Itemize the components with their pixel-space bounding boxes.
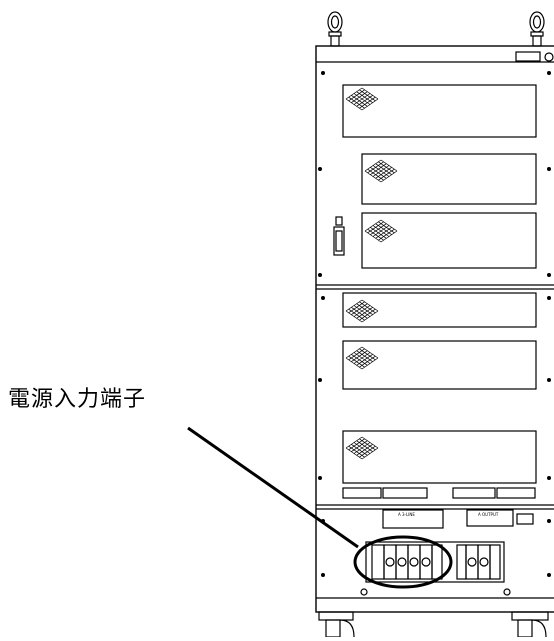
top-label-plate	[515, 51, 541, 62]
screw	[547, 296, 551, 300]
vent-window-4	[342, 292, 537, 328]
callout-ellipse	[353, 535, 453, 589]
vent-mesh-4	[345, 299, 379, 323]
panel-hole-left	[360, 588, 368, 596]
screw	[321, 573, 325, 577]
screw	[547, 273, 551, 277]
caster-right	[511, 611, 549, 638]
power-input-terminal-label: 電源入力端子	[8, 387, 147, 412]
vent-window-1	[342, 84, 537, 138]
screw	[318, 378, 322, 382]
screw	[318, 476, 322, 480]
eye-bolt-left	[327, 11, 343, 47]
caster-left	[318, 611, 355, 638]
vent-mesh-6	[345, 436, 379, 460]
screw	[321, 296, 325, 300]
screw	[547, 167, 551, 171]
eye-bolt-right	[529, 11, 545, 47]
vent-window-3	[361, 212, 537, 269]
screw	[547, 71, 551, 75]
screw	[547, 573, 551, 577]
screw	[318, 273, 322, 277]
vent-mesh-3	[364, 219, 398, 243]
callout-leader	[187, 426, 359, 549]
vent-window-6	[342, 430, 537, 484]
panel-hole-right	[503, 588, 511, 596]
output-terminal-block	[456, 544, 501, 580]
warning-labels	[342, 487, 536, 499]
vent-window-2	[361, 153, 537, 205]
input-label: A 3-LINE	[398, 512, 415, 517]
vent-mesh-1	[345, 87, 379, 111]
input-terminal-block	[371, 544, 443, 580]
top-knob	[544, 52, 554, 62]
vent-mesh-2	[364, 159, 398, 183]
screw	[321, 71, 325, 75]
output-label: A OUTPUT	[478, 512, 499, 517]
screw	[547, 519, 551, 523]
control-connector	[333, 216, 345, 256]
screw	[547, 378, 551, 382]
vent-mesh-5	[345, 346, 379, 370]
screw	[318, 167, 322, 171]
cabinet-body	[315, 45, 554, 613]
screw	[547, 476, 551, 480]
vent-window-5	[342, 340, 537, 390]
